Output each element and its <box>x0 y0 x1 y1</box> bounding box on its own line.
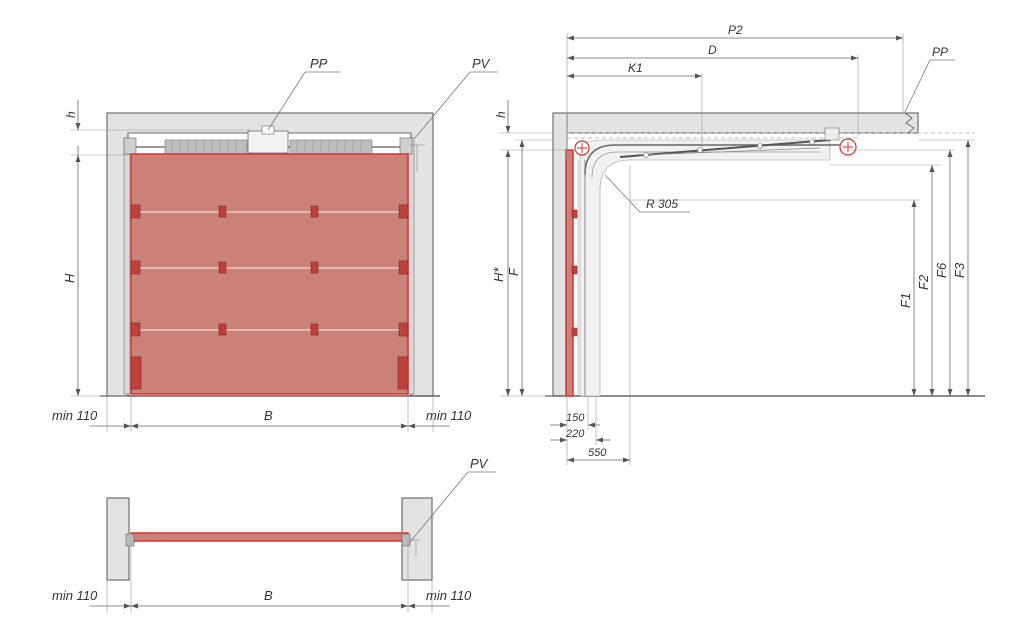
plan-min-left-label: min 110 <box>52 588 98 603</box>
door-hinges <box>130 204 409 390</box>
curved-track <box>584 144 840 176</box>
plan-view: PV B min 110 min 110 <box>52 456 496 612</box>
side-pulley-left <box>574 140 590 156</box>
right-guide-rail <box>407 137 415 395</box>
plan-pv-label: PV <box>470 456 489 471</box>
front-pp-label: PP <box>310 56 328 71</box>
front-view: PP PV h H B min 110 min 110 <box>52 56 498 432</box>
side-f2-label: F2 <box>916 274 931 290</box>
side-pulley-right <box>839 138 857 156</box>
side-dim-550: 550 <box>588 447 607 459</box>
side-p2-label: P2 <box>728 23 743 37</box>
front-H-label: H <box>62 273 77 283</box>
front-min-left-label: min 110 <box>52 408 98 423</box>
front-h-label: h <box>64 111 78 118</box>
plan-min-right-label: min 110 <box>426 588 472 603</box>
side-pp-label: PP <box>932 45 948 59</box>
front-min-right-label: min 110 <box>426 408 472 423</box>
plan-door-section <box>130 532 409 542</box>
door-leaf <box>130 153 409 395</box>
spring-coils <box>171 140 362 154</box>
side-f-label: F <box>506 267 521 276</box>
side-f1-label: F1 <box>898 293 913 308</box>
front-B-label: B <box>264 408 273 423</box>
side-d-label: D <box>708 43 717 57</box>
side-view: P2 D K1 PP h H* F F1 F2 F6 F3 R 305 <box>491 23 985 465</box>
side-lintel-wall <box>552 112 568 397</box>
side-h-label: h <box>494 111 508 118</box>
left-spring <box>164 139 248 155</box>
side-ceiling <box>552 112 919 134</box>
left-end-bracket <box>123 137 137 155</box>
center-bracket <box>247 130 289 154</box>
side-dim-150: 150 <box>566 412 585 424</box>
left-guide-rail <box>123 137 131 395</box>
side-dim-220: 220 <box>565 428 585 440</box>
front-pv-label: PV <box>472 56 491 71</box>
right-spring <box>289 139 373 155</box>
side-f6-label: F6 <box>934 262 949 278</box>
plan-B-label: B <box>264 588 273 603</box>
side-r-label: R 305 <box>646 197 678 211</box>
panel-joints <box>131 211 408 331</box>
plan-left-wall <box>106 497 130 581</box>
side-f3-label: F3 <box>952 262 967 278</box>
right-end-bracket <box>399 137 413 155</box>
side-h-star-label: H* <box>491 267 506 282</box>
side-k1-label: K1 <box>628 61 643 75</box>
track-area <box>579 139 831 397</box>
